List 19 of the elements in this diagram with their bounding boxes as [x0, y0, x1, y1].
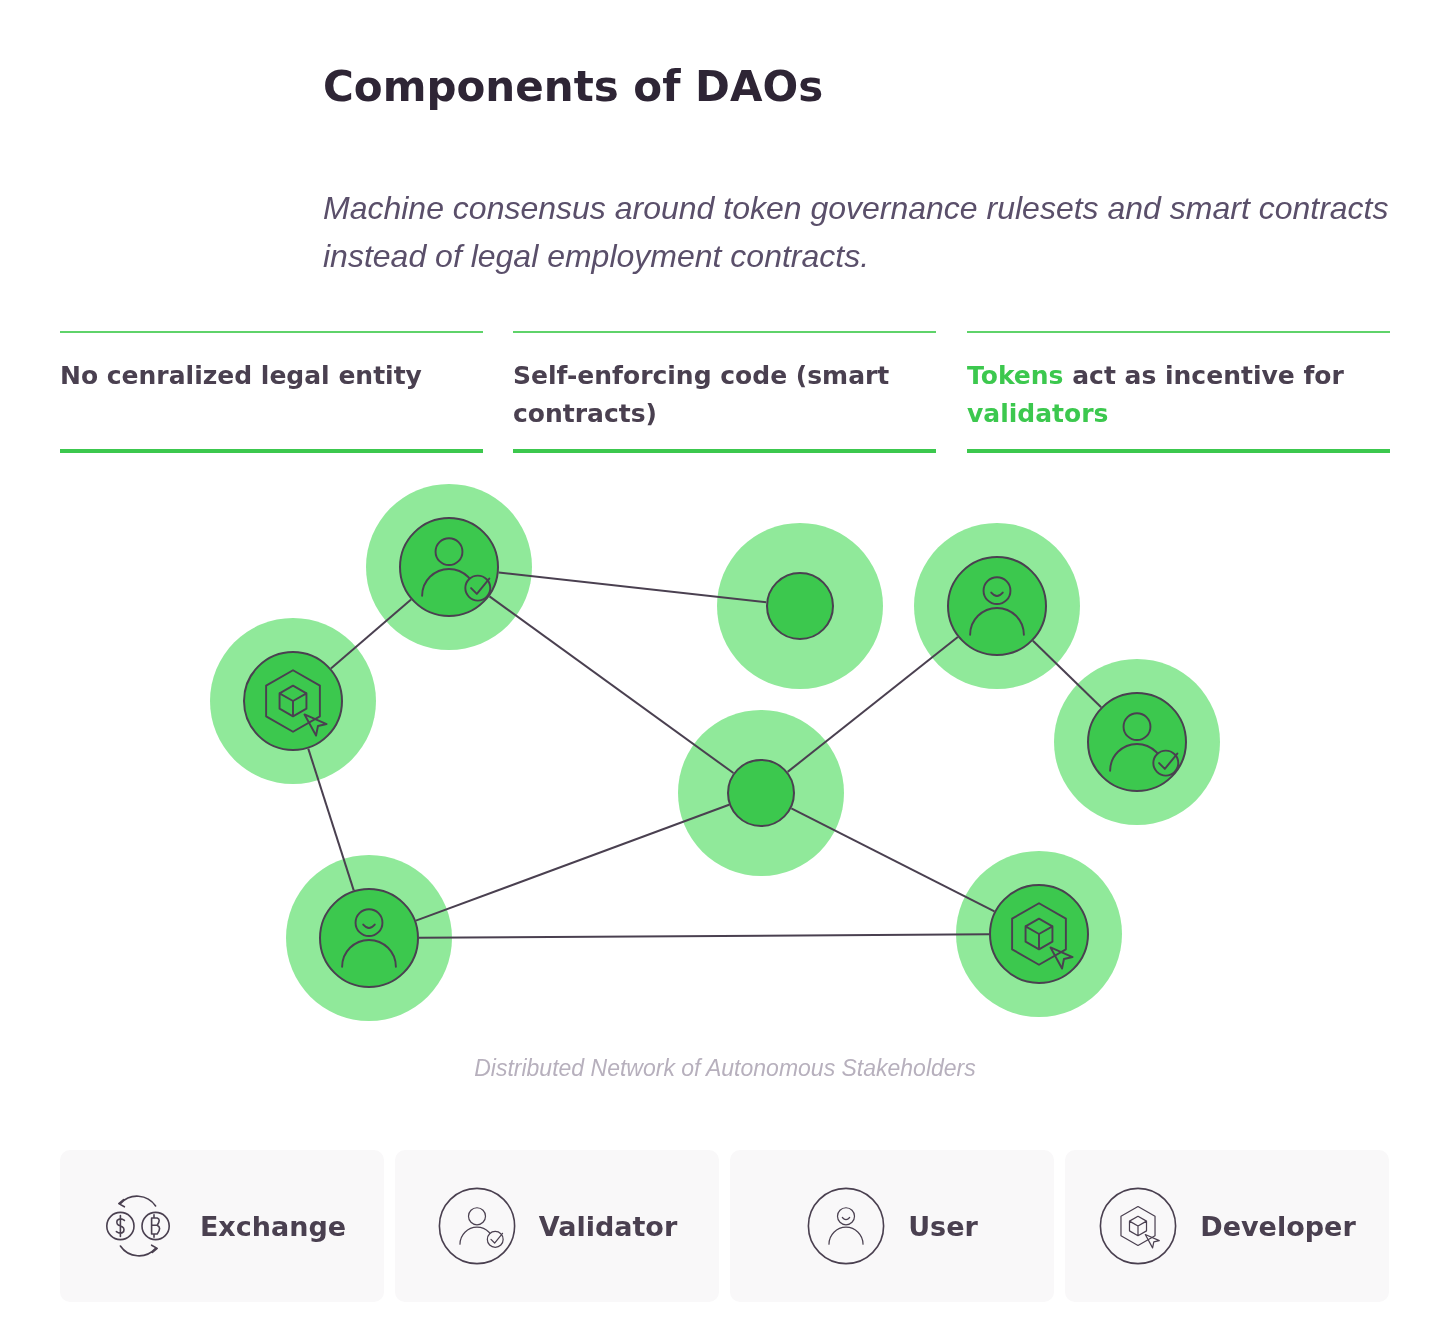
feature-heading: No cenralized legal entity — [60, 360, 423, 392]
connector-line — [786, 636, 959, 773]
feature-heading: Tokens act as incentive for validators — [967, 360, 1345, 430]
connector-line — [329, 598, 413, 670]
feature-heading: Self-enforcing code (smart contracts) — [513, 360, 891, 430]
legend-label: Exchange — [199, 1210, 347, 1242]
subtitle: Machine consensus around token governance rulesets and smart contracts instead of legal employment contracts. — [323, 189, 1390, 276]
connector-line — [488, 595, 735, 775]
connector-line — [497, 571, 768, 604]
title: Components of DAOs — [323, 62, 824, 111]
connector-line — [414, 803, 731, 922]
legend-label: User — [908, 1210, 978, 1242]
connector-line — [1031, 639, 1103, 709]
connector-line — [418, 933, 990, 939]
legend-label: Developer — [1200, 1210, 1356, 1242]
connector-line — [307, 747, 355, 892]
connector-line — [790, 807, 996, 913]
caption: Distributed Network of Autonomous Stakeholders — [473, 1055, 977, 1082]
legend-label: Validator — [538, 1210, 678, 1242]
